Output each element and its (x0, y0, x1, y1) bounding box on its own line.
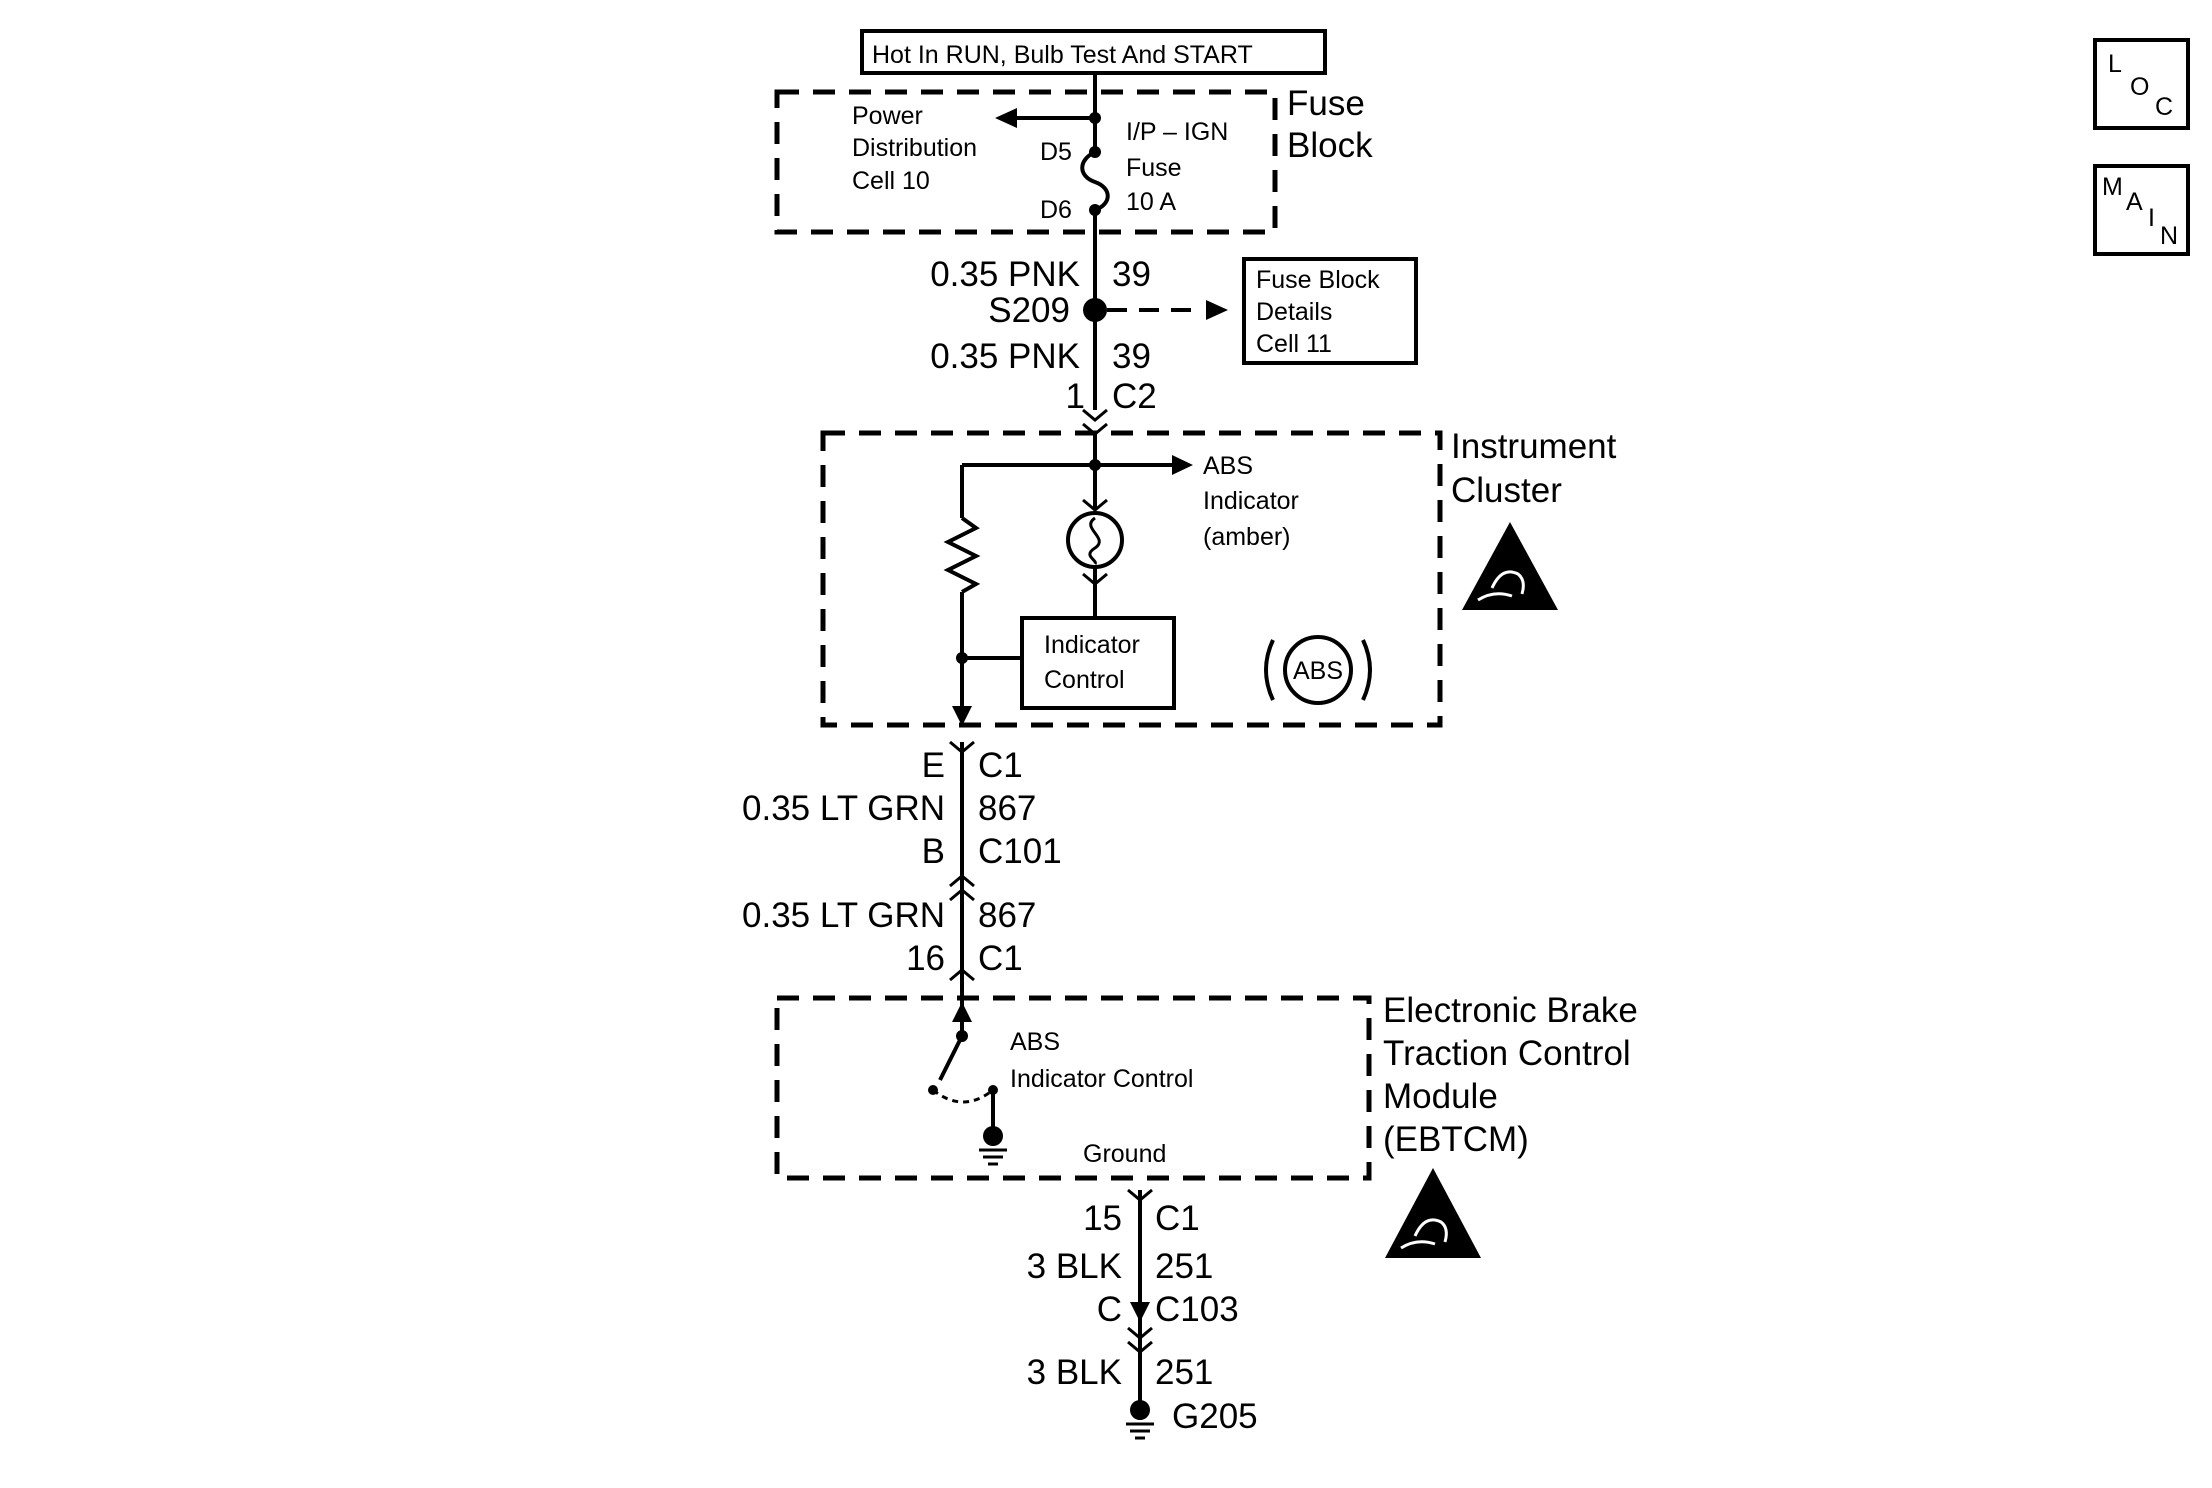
connector-c1-b-icon (949, 968, 975, 982)
c2-connector: C2 (1112, 377, 1157, 416)
power-dist-line-1: Power (852, 102, 923, 130)
connector-c103-icon (1127, 1326, 1153, 1354)
arrow-left-icon (995, 108, 1017, 128)
esd-warning-icon (1462, 522, 1558, 610)
power-dist-line-3: Cell 10 (852, 167, 930, 195)
loc-letter-o: O (2130, 73, 2149, 101)
ebtcm-title-1: Electronic Brake (1383, 991, 1638, 1030)
c1-pin-16: 16 (906, 939, 945, 978)
abs-indicator-line-3: (amber) (1203, 523, 1291, 551)
arrow-down-icon (952, 706, 972, 726)
indicator-control-line-2: Control (1044, 666, 1125, 694)
circuit-867-2: 867 (978, 896, 1036, 935)
abs-warning-symbol: ABS (1264, 635, 1372, 705)
ebtcm-title-2: Traction Control (1383, 1034, 1631, 1073)
loc-button[interactable]: L O C (2093, 38, 2190, 130)
fuse-pin-d6: D6 (1040, 196, 1072, 224)
splice-s209 (1083, 298, 1107, 322)
c101-pin-b: B (922, 832, 945, 871)
ground-icon (1126, 1400, 1154, 1440)
arrow-right-icon (1172, 455, 1193, 475)
cluster-title-1: Instrument (1451, 427, 1617, 466)
indicator-control-box (1020, 616, 1176, 710)
power-dist-line-2: Distribution (852, 134, 977, 162)
connector-c2-icon (1082, 408, 1108, 436)
splice-label: S209 (988, 291, 1070, 330)
main-button[interactable]: M A I N (2093, 164, 2190, 256)
ebtcm-title-3: Module (1383, 1077, 1498, 1116)
circuit-867-1: 867 (978, 789, 1036, 828)
fuse-name: I/P – IGN (1126, 118, 1228, 146)
c101-connector: C101 (978, 832, 1062, 871)
c1-connector-c: C1 (1155, 1199, 1200, 1238)
circuit-251-1: 251 (1155, 1247, 1213, 1286)
ebtcm-title-4: (EBTCM) (1383, 1120, 1529, 1159)
fuse-details-line-1: Fuse Block (1256, 266, 1380, 294)
instrument-cluster-outline (820, 430, 1443, 728)
main-letter-a: A (2126, 188, 2143, 216)
arrow-right-icon (1206, 300, 1228, 320)
c2-pin: 1 (1066, 377, 1085, 416)
fuse-block-title-2: Block (1287, 126, 1373, 165)
fuse-block-details-link[interactable]: Fuse Block Details Cell 11 (1242, 257, 1418, 365)
c1-connector: C1 (978, 746, 1023, 785)
wire-pnk-2: 0.35 PNK (930, 337, 1080, 376)
c103-connector: C103 (1155, 1290, 1239, 1329)
switch-label-1: ABS (1010, 1028, 1060, 1056)
c1-pin-15: 15 (1083, 1199, 1122, 1238)
c1-connector-b: C1 (978, 939, 1023, 978)
circuit-251-2: 251 (1155, 1353, 1213, 1392)
wire-ltgrn-2: 0.35 LT GRN (742, 896, 945, 935)
c103-pin-c: C (1097, 1290, 1122, 1329)
ground-g205: G205 (1172, 1397, 1258, 1436)
ground-label: Ground (1083, 1140, 1166, 1168)
arrow-up-icon (952, 1002, 972, 1022)
power-source-label: Hot In RUN, Bulb Test And START (860, 29, 1327, 75)
ebtcm-outline (774, 995, 1372, 1181)
circuit-39-2: 39 (1112, 337, 1151, 376)
switch-label-2: Indicator Control (1010, 1065, 1193, 1093)
circuit-39-1: 39 (1112, 255, 1151, 294)
cluster-title-2: Cluster (1451, 471, 1562, 510)
fuse-pin-d5: D5 (1040, 138, 1072, 166)
abs-indicator-line-2: Indicator (1203, 487, 1299, 515)
main-letter-i: I (2148, 204, 2155, 232)
c1-pin-e: E (922, 746, 945, 785)
wire-blk-1: 3 BLK (1027, 1247, 1122, 1286)
loc-letter-c: C (2155, 93, 2173, 121)
main-letter-n: N (2160, 222, 2178, 250)
fuse-details-line-3: Cell 11 (1256, 330, 1332, 358)
indicator-control-line-1: Indicator (1044, 631, 1140, 659)
fuse-word: Fuse (1126, 154, 1182, 182)
fuse-rating: 10 A (1126, 188, 1176, 216)
abs-symbol-text: ABS (1293, 657, 1343, 685)
ground-icon (979, 1126, 1007, 1166)
bulb-icon (1066, 511, 1124, 569)
fuse-block-title-1: Fuse (1287, 84, 1365, 123)
wire-ltgrn-1: 0.35 LT GRN (742, 789, 945, 828)
wire-blk-2: 3 BLK (1027, 1353, 1122, 1392)
arrow-down-icon (1130, 1302, 1150, 1322)
fuse-icon (1080, 150, 1110, 212)
resistor-icon (943, 516, 981, 594)
loc-letter-l: L (2108, 50, 2122, 78)
connector-c101-icon (949, 874, 975, 902)
abs-indicator-line-1: ABS (1203, 452, 1253, 480)
main-letter-m: M (2102, 173, 2123, 201)
switch-icon (938, 1035, 964, 1081)
esd-warning-icon (1385, 1168, 1481, 1258)
power-source-text: Hot In RUN, Bulb Test And START (872, 41, 1253, 69)
wire-pnk-1: 0.35 PNK (930, 255, 1080, 294)
fuse-details-line-2: Details (1256, 298, 1332, 326)
fuse-block-outline (774, 89, 1278, 235)
